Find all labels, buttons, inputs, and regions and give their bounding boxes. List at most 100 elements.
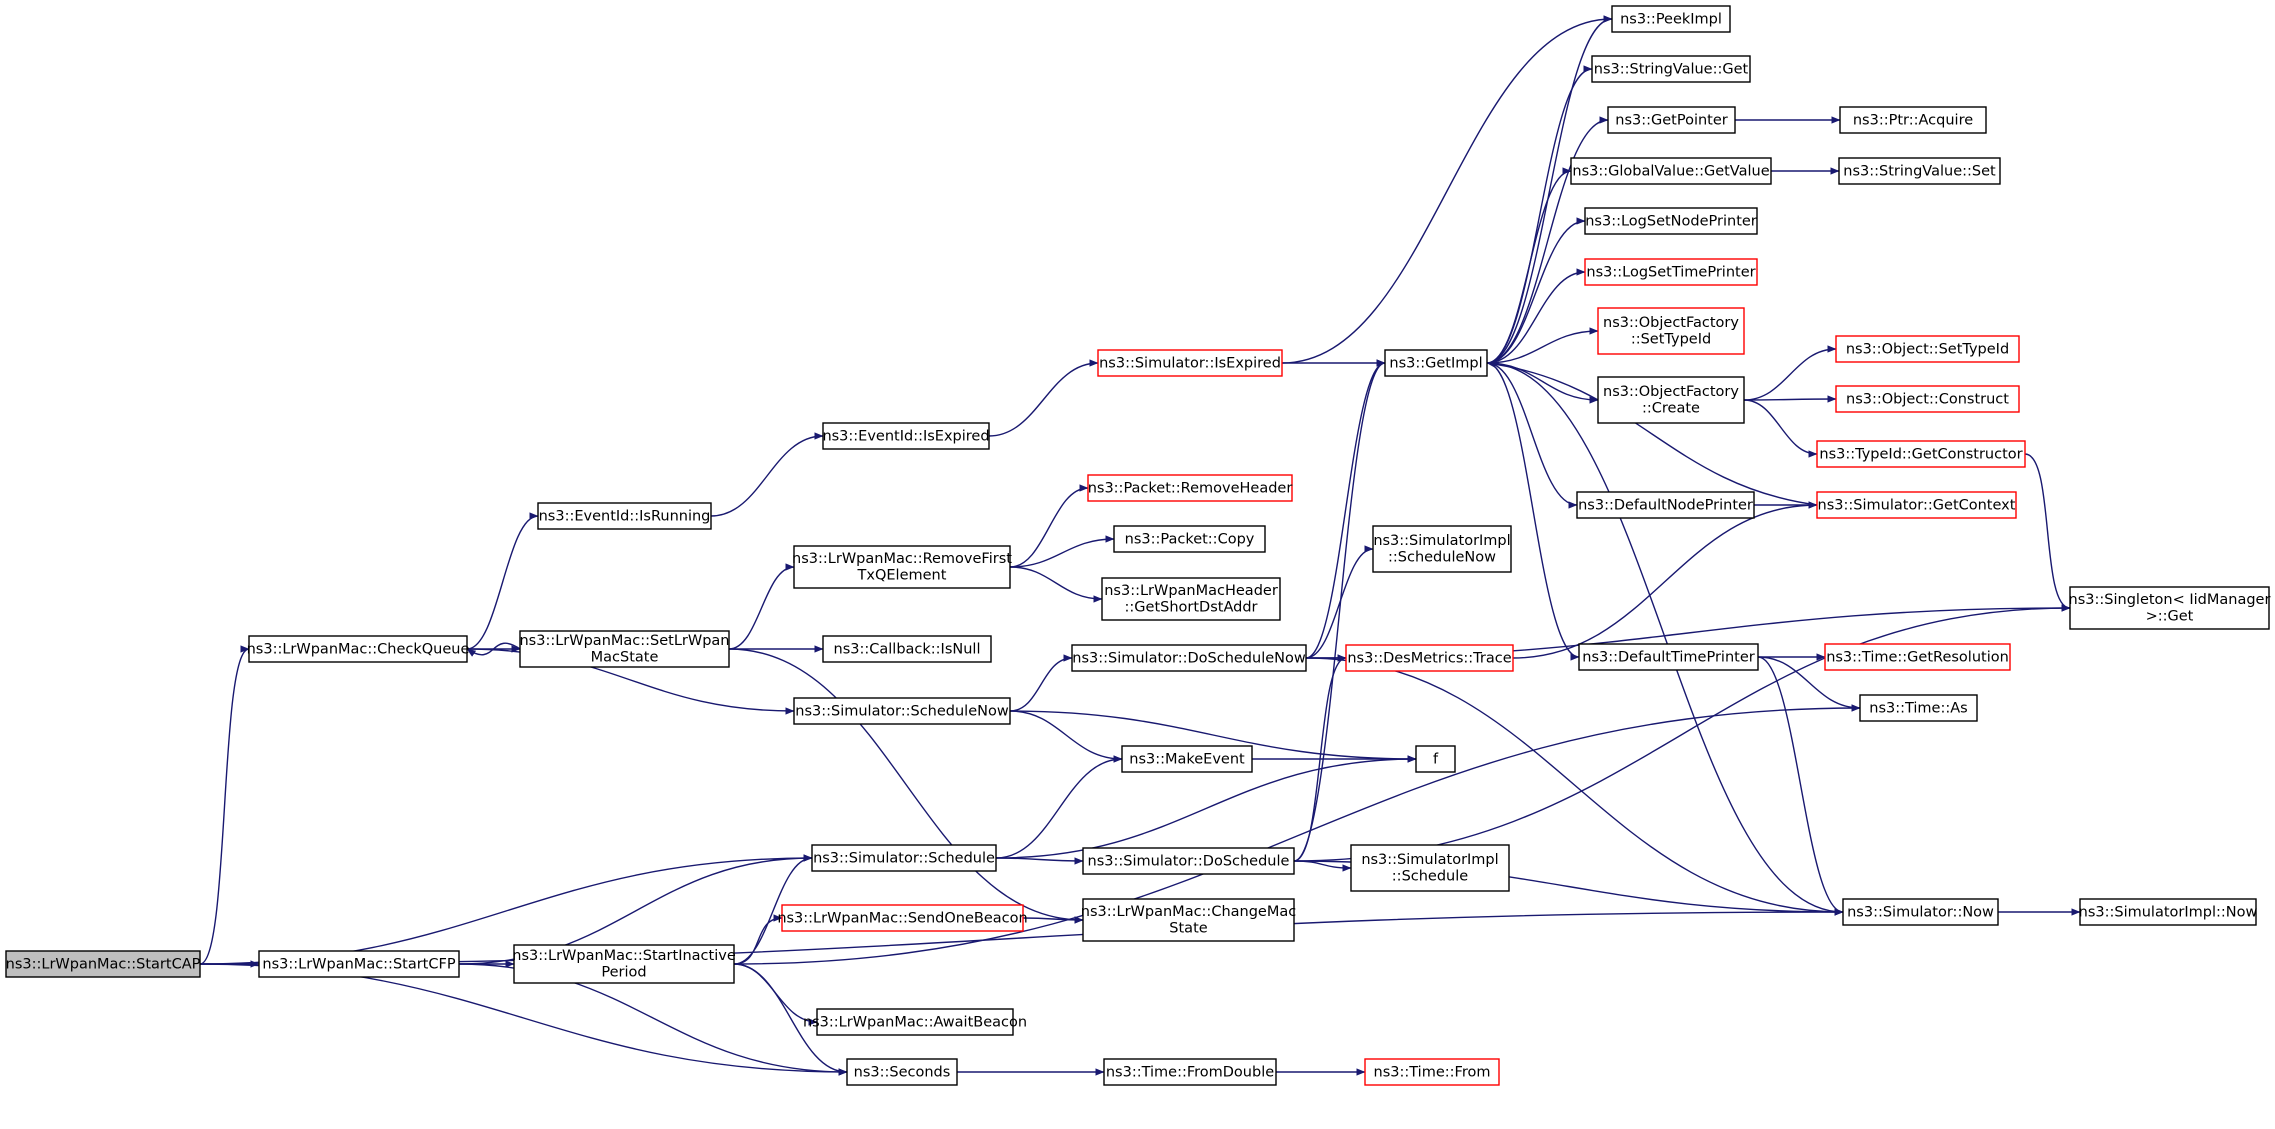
node-box (811, 844, 997, 872)
edge-ofcreate-to-objconstruct (1743, 395, 1837, 403)
node-seconds[interactable]: ns3::Seconds (846, 1058, 958, 1086)
node-makeevent[interactable]: ns3::MakeEvent (1121, 745, 1253, 773)
node-label: ns3::LrWpanMac::StartInactive (512, 948, 736, 964)
edge-doschednow-to-getimpl (1305, 359, 1386, 659)
node-pktcopy[interactable]: ns3::Packet::Copy (1113, 525, 1266, 553)
node-box (822, 635, 992, 663)
node-getcontext[interactable]: ns3::Simulator::GetContext (1816, 491, 2017, 519)
node-label: ns3::Simulator::DoSchedule (1088, 853, 1290, 869)
node-label: ns3::LrWpanMac::CheckQueue (247, 641, 470, 657)
node-objconstruct[interactable]: ns3::Object::Construct (1835, 385, 2020, 413)
node-label: ns3::Simulator::Now (1847, 904, 1994, 920)
edge-sendbeacon-to-changestate (1022, 916, 1084, 924)
edge-getimpl-to-simnow (1486, 362, 1844, 916)
node-dosched[interactable]: ns3::Simulator::DoSchedule (1082, 847, 1295, 875)
node-box (1584, 258, 1758, 286)
node-box (1611, 5, 1731, 33)
node-getimpl[interactable]: ns3::GetImpl (1384, 349, 1488, 377)
node-label: ns3::LrWpanMac::AwaitBeacon (803, 1014, 1027, 1030)
node-singleton[interactable]: ns3::Singleton< IidManager >::Get (2069, 586, 2271, 630)
node-box (1816, 440, 2026, 468)
node-label: ns3::Seconds (854, 1064, 951, 1080)
node-schedule[interactable]: ns3::Simulator::Schedule (811, 844, 997, 872)
edge-startcap-to-simnow (199, 908, 1844, 965)
node-label: ::GetShortDstAddr (1125, 600, 1258, 616)
node-label: ns3::StringValue::Set (1843, 163, 1996, 179)
node-peekimpl[interactable]: ns3::PeekImpl (1611, 5, 1731, 33)
node-box (1816, 491, 2017, 519)
node-box (1578, 643, 1759, 671)
node-simnow[interactable]: ns3::Simulator::Now (1842, 898, 1999, 926)
node-isrunning[interactable]: ns3::EventId::IsRunning (537, 502, 712, 530)
node-box (1839, 106, 1987, 134)
node-ptracquire[interactable]: ns3::Ptr::Acquire (1839, 106, 1987, 134)
node-box (1071, 644, 1307, 672)
node-timefrom[interactable]: ns3::Time::From (1364, 1058, 1500, 1086)
node-box (5, 950, 201, 978)
node-box (1372, 525, 1512, 573)
node-doschednow[interactable]: ns3::Simulator::DoScheduleNow (1071, 644, 1307, 672)
node-implsched[interactable]: ns3::SimulatorImpl::Schedule (1350, 844, 1510, 892)
edge-trace-to-getcontext (1512, 501, 1818, 659)
edge-getimpl-to-deftime (1486, 362, 1580, 661)
edge-dosched-to-trace (1293, 654, 1347, 862)
node-deftime[interactable]: ns3::DefaultTimePrinter (1578, 643, 1759, 671)
node-label: ns3::PeekImpl (1620, 11, 1722, 27)
node-label: ns3::Time::As (1869, 700, 1967, 716)
node-fromdouble[interactable]: ns3::Time::FromDouble (1103, 1058, 1277, 1086)
node-simexpired[interactable]: ns3::Simulator::IsExpired (1097, 349, 1283, 377)
node-label: ns3::Time::GetResolution (1826, 649, 2009, 665)
node-label: ns3::Simulator::IsExpired (1099, 355, 1281, 371)
node-getpointer[interactable]: ns3::GetPointer (1607, 106, 1736, 134)
node-box (1576, 491, 1755, 519)
node-label: ns3::DefaultNodePrinter (1578, 497, 1753, 513)
node-f[interactable]: f (1415, 745, 1456, 773)
edge-doschednow-to-simnow (1305, 657, 1844, 916)
edge-schedule-to-makeevent (995, 755, 1123, 859)
node-implschednow[interactable]: ns3::SimulatorImpl::ScheduleNow (1372, 525, 1512, 573)
node-trace[interactable]: ns3::DesMetrics::Trace (1345, 644, 1514, 672)
node-getres[interactable]: ns3::Time::GetResolution (1824, 643, 2011, 671)
node-lognode[interactable]: ns3::LogSetNodePrinter (1584, 207, 1758, 235)
node-strget[interactable]: ns3::StringValue::Get (1591, 55, 1751, 83)
node-removeheader[interactable]: ns3::Packet::RemoveHeader (1087, 474, 1293, 502)
node-objsettype[interactable]: ns3::Object::SetTypeId (1835, 335, 2020, 363)
node-box (1101, 577, 1281, 621)
node-label: ns3::SimulatorImpl (1361, 852, 1498, 868)
node-startcap[interactable]: ns3::LrWpanMac::StartCAP (5, 950, 201, 978)
node-typector[interactable]: ns3::TypeId::GetConstructor (1816, 440, 2026, 468)
edge-setstate-to-removefirst (728, 563, 795, 650)
node-shortdst[interactable]: ns3::LrWpanMacHeader::GetShortDstAddr (1101, 577, 1281, 621)
node-box (1364, 1058, 1500, 1086)
edge-schednow-to-makeevent (1009, 710, 1123, 763)
node-box (1607, 106, 1736, 134)
node-box (822, 422, 990, 450)
node-label: ns3::LrWpanMac::SetLrWpan (519, 633, 729, 649)
node-label: ns3::Time::From (1374, 1064, 1491, 1080)
node-box (1570, 157, 1772, 185)
node-eventexpired[interactable]: ns3::EventId::IsExpired (822, 422, 990, 450)
edge-startcap-to-checkqueue (199, 645, 250, 965)
node-defnode[interactable]: ns3::DefaultNodePrinter (1576, 491, 1755, 519)
node-strset[interactable]: ns3::StringValue::Set (1838, 157, 2001, 185)
node-label: ns3::Callback::IsNull (834, 641, 981, 657)
node-isnull[interactable]: ns3::Callback::IsNull (822, 635, 992, 663)
node-ofsettype[interactable]: ns3::ObjectFactory::SetTypeId (1597, 307, 1745, 355)
node-awaitbeacon[interactable]: ns3::LrWpanMac::AwaitBeacon (803, 1008, 1027, 1036)
node-gvgetvalue[interactable]: ns3::GlobalValue::GetValue (1570, 157, 1772, 185)
node-timeas[interactable]: ns3::Time::As (1859, 694, 1978, 722)
node-startcfp[interactable]: ns3::LrWpanMac::StartCFP (258, 950, 460, 978)
node-checkqueue[interactable]: ns3::LrWpanMac::CheckQueue (247, 635, 470, 663)
node-label: ns3::DesMetrics::Trace (1347, 650, 1511, 666)
node-simimplnow[interactable]: ns3::SimulatorImpl::Now (2079, 898, 2258, 926)
node-schednow[interactable]: ns3::Simulator::ScheduleNow (793, 697, 1011, 725)
node-ofcreate[interactable]: ns3::ObjectFactory::Create (1597, 376, 1745, 424)
node-sendbeacon[interactable]: ns3::LrWpanMac::SendOneBeacon (777, 904, 1028, 932)
edge-getimpl-to-ofsettype (1486, 327, 1599, 364)
node-logtime[interactable]: ns3::LogSetTimePrinter (1584, 258, 1758, 286)
